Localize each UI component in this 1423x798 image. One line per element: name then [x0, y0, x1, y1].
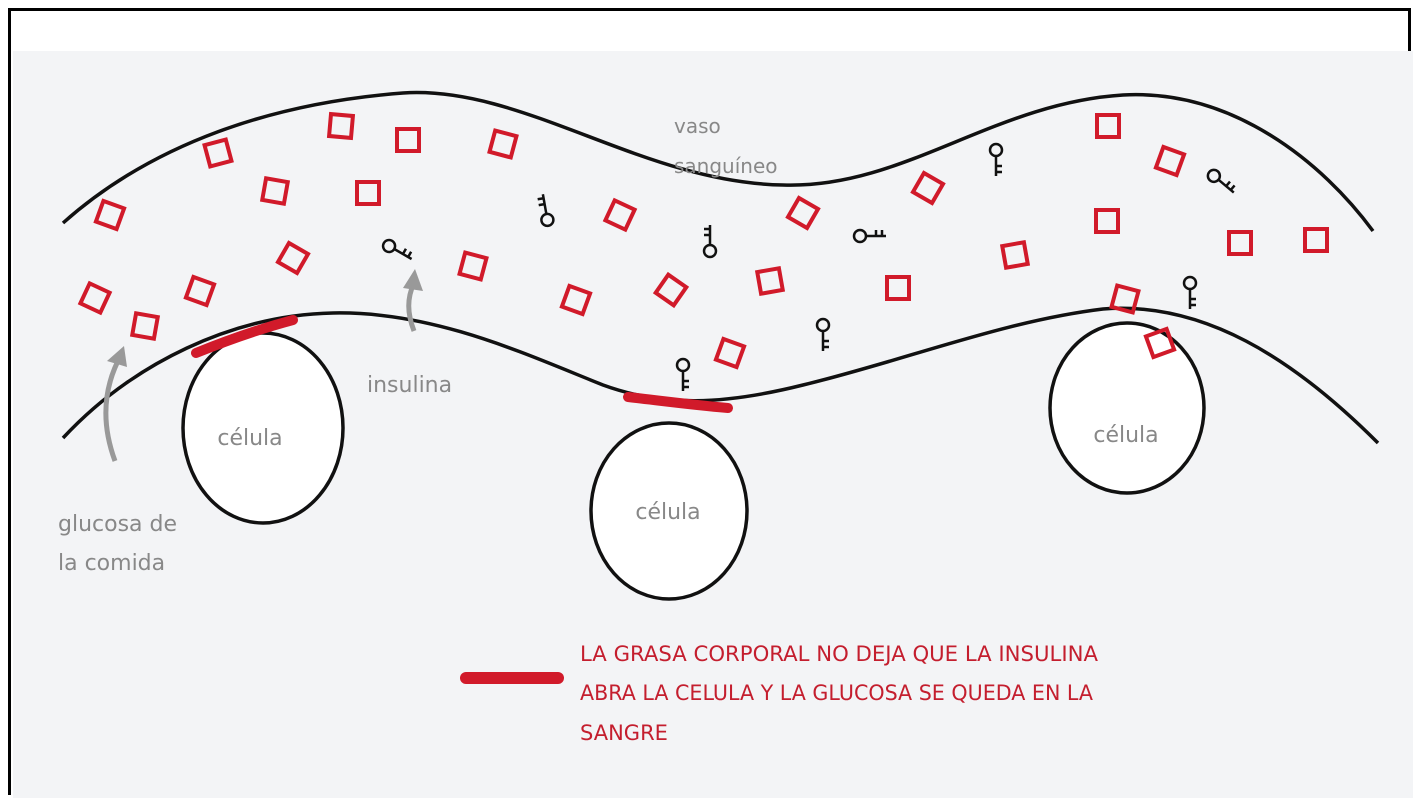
glucose-square [1303, 227, 1329, 253]
diagram-frame: célula célula célula vaso sanguíneo insu… [8, 8, 1413, 798]
glucose-label-line2: la comida [58, 551, 165, 576]
glucose-square [457, 250, 489, 282]
diagram-canvas: célula célula célula vaso sanguíneo insu… [13, 51, 1413, 798]
legend-text-line3: SANGRE [580, 721, 668, 745]
glucose-square [754, 265, 786, 297]
insulin-key-icon [702, 225, 718, 259]
insulin-key-icon [852, 228, 886, 244]
vessel-top-wall [61, 90, 1375, 233]
glucose-square [885, 275, 911, 301]
glucose-square [93, 198, 127, 232]
cell-2-label: célula [635, 500, 700, 525]
vessel-label-line1: vaso [674, 114, 721, 138]
cell-3-label: célula [1093, 423, 1158, 448]
glucose-square [275, 240, 311, 276]
glucose-square [1109, 283, 1141, 315]
glucose-square [1227, 230, 1253, 256]
insulin-key-icon [537, 194, 555, 228]
fat-barrier-1 [191, 315, 298, 358]
insulin-key-icon [381, 238, 413, 261]
insulin-arrow [403, 269, 423, 332]
cell-1: célula [181, 331, 345, 525]
glucose-square [183, 274, 217, 308]
legend-text-line1: LA GRASA CORPORAL NO DEJA QUE LA INSULIN… [580, 642, 1099, 666]
insulin-label: insulina [367, 373, 452, 398]
glucose-square [910, 170, 946, 206]
glucose-square [487, 128, 519, 160]
glucose-square [326, 111, 356, 141]
glucose-square [259, 175, 291, 207]
glucose-square [602, 197, 638, 233]
glucose-arrow [103, 346, 127, 462]
fat-barrier-2 [623, 392, 733, 413]
glucose-square [559, 283, 593, 317]
glucose-molecules [77, 111, 1329, 370]
glucose-square [1094, 208, 1120, 234]
insulin-keys [381, 142, 1236, 391]
glucose-square [395, 127, 421, 153]
glucose-square [77, 280, 113, 316]
glucose-square [999, 239, 1031, 271]
insulin-key-icon [1182, 275, 1198, 309]
glucose-label-line1: glucosa de [58, 512, 177, 537]
insulin-key-icon [988, 142, 1004, 176]
glucose-square [1153, 144, 1187, 178]
cell-2: célula [589, 421, 749, 601]
glucose-square [129, 310, 161, 342]
glucose-square [1143, 326, 1177, 360]
insulin-key-icon [675, 357, 691, 391]
cell-3: célula [1048, 321, 1206, 495]
insulin-key-icon [815, 317, 831, 351]
glucose-square [713, 336, 747, 370]
legend-text-line2: ABRA LA CELULA Y LA GLUCOSA SE QUEDA EN … [580, 681, 1094, 705]
glucose-square [1095, 113, 1121, 139]
insulin-key-icon [1206, 168, 1236, 194]
glucose-square [652, 271, 690, 309]
glucose-square [785, 195, 821, 231]
glucose-square [202, 137, 234, 169]
glucose-square [355, 180, 381, 206]
vessel-label-line2: sanguíneo [674, 154, 778, 178]
cell-1-label: célula [217, 426, 282, 451]
